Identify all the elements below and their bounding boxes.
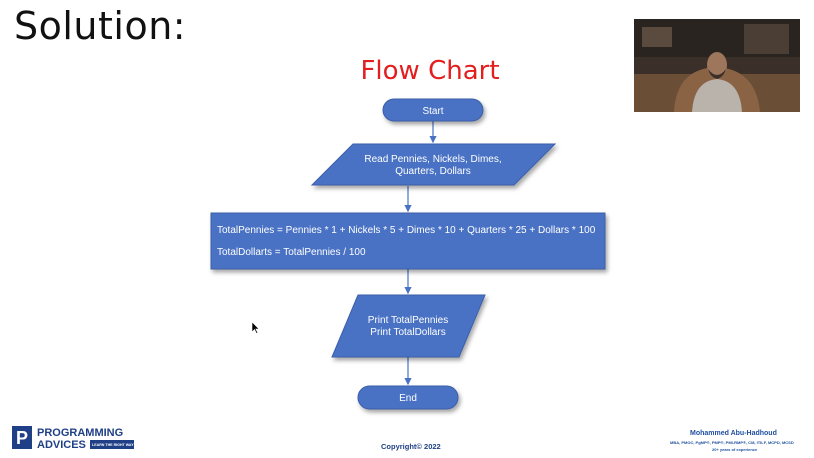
read-label-line2: Quarters, Dollars [395, 166, 471, 177]
presenter-webcam [634, 19, 800, 112]
read-input-node: Read Pennies, Nickels, Dimes, Quarters, … [310, 143, 557, 186]
logo-tagline: LEARN THE RIGHT WAY [92, 443, 134, 447]
chart-title: Flow Chart [360, 56, 500, 86]
print-output-node: Print TotalPennies Print TotalDollars [331, 294, 486, 358]
end-label: End [399, 393, 417, 404]
start-node: Start [382, 98, 484, 122]
author-credentials: MBA, PMOC, PgMP®, PMP®, PMI-RMP®, CM, IT… [670, 440, 794, 445]
process-label-line1: TotalPennies = Pennies * 1 + Nickels * 5… [217, 225, 596, 236]
mouse-pointer-icon [251, 321, 260, 334]
logo-line1: PROGRAMMING [37, 427, 123, 439]
start-label: Start [422, 106, 443, 117]
process-node: TotalPennies = Pennies * 1 + Nickels * 5… [210, 212, 606, 270]
slide-heading: Solution: [14, 4, 187, 48]
author-name: Mohammed Abu-Hadhoud [690, 430, 777, 437]
author-experience: 20+ years of experience [712, 447, 758, 452]
programming-advices-logo: P PROGRAMMING ADVICES LEARN THE RIGHT WA… [10, 423, 138, 453]
logo-line2: ADVICES [37, 439, 86, 451]
print-label-line1: Print TotalPennies [368, 315, 448, 326]
end-node: End [357, 385, 459, 410]
copyright-text: Copyright© 2022 [381, 442, 441, 451]
print-label-line2: Print TotalDollars [370, 327, 445, 338]
read-label-line1: Read Pennies, Nickels, Dimes, [364, 154, 501, 165]
svg-text:P: P [16, 428, 28, 448]
process-label-line2: TotalDollarts = TotalPennies / 100 [217, 247, 366, 258]
